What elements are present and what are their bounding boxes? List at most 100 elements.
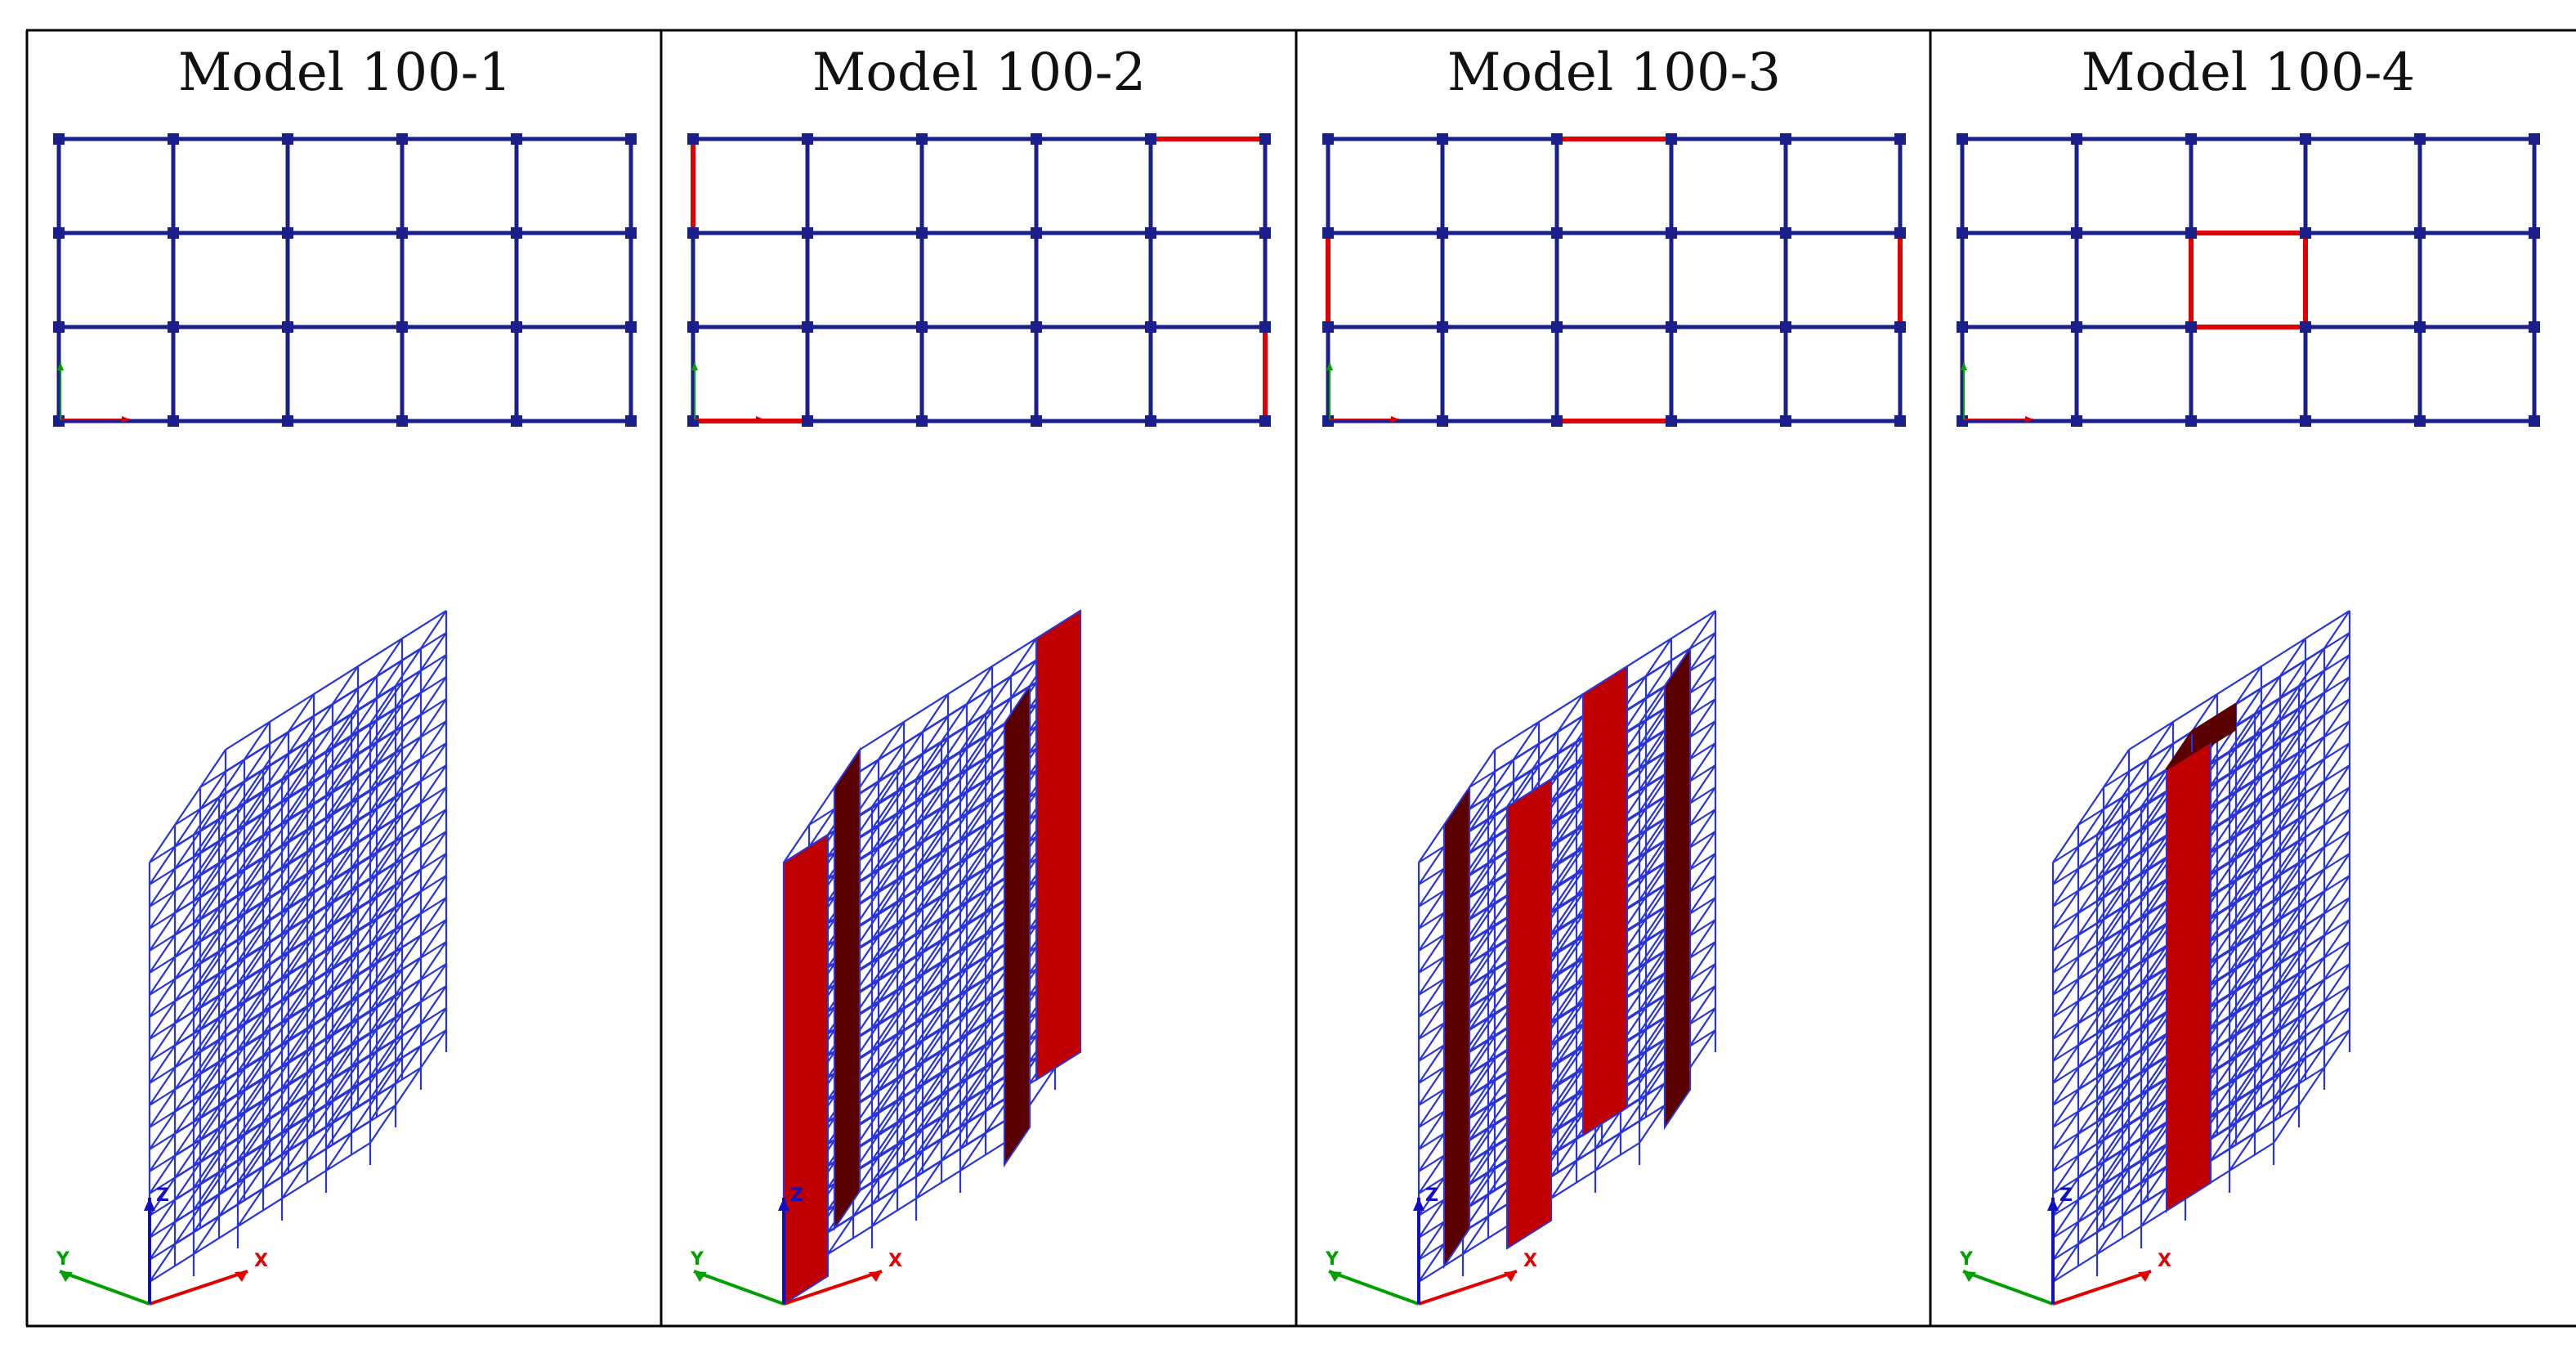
plan-column: [1894, 133, 1906, 145]
plan-x-arrow-icon: [2025, 416, 2033, 423]
beam-y-line: [2052, 793, 2130, 907]
beam-y-line: [915, 997, 993, 1111]
beam-y-line: [2052, 815, 2130, 930]
beam-y-line: [2273, 853, 2350, 967]
beam-y-line: [1506, 693, 1584, 808]
beam-y-line: [2096, 1052, 2174, 1167]
beam-y-line: [2096, 787, 2174, 902]
plan-column: [2529, 321, 2540, 333]
beam-y-line: [193, 809, 271, 924]
plan-column: [1031, 133, 1042, 145]
plan-column: [1322, 321, 1334, 333]
beam-y-line: [149, 948, 226, 1062]
beam-y-line: [915, 665, 993, 780]
beam-y-line: [237, 848, 315, 962]
plan-column: [168, 227, 179, 239]
plan-column: [168, 133, 179, 145]
x-axis-label: X: [888, 1251, 902, 1271]
beam-x-line: [149, 943, 371, 1084]
plan-column: [916, 227, 928, 239]
plan-column: [2071, 227, 2082, 239]
beam-y-line: [369, 919, 447, 1033]
model-1-isometric-view: XYZ: [56, 610, 448, 1306]
beam-y-line: [2052, 1168, 2130, 1283]
plan-column: [1437, 133, 1448, 145]
beam-y-line: [369, 897, 447, 1011]
beam-y-line: [915, 930, 993, 1045]
beam-x-line: [2052, 921, 2274, 1062]
beam-y-line: [915, 952, 993, 1067]
beam-y-line: [325, 792, 403, 907]
core-top-outline: [2165, 702, 2238, 771]
x-axis-label: X: [254, 1251, 268, 1271]
beam-y-line: [325, 770, 403, 885]
plan-column: [2300, 321, 2311, 333]
beam-y-line: [2229, 704, 2306, 818]
shear-wall-panel: [783, 833, 829, 1306]
plan-column: [1894, 321, 1906, 333]
beam-y-line: [237, 892, 315, 1006]
beam-y-line: [2229, 1013, 2306, 1127]
shear-wall-panel: [1443, 784, 1470, 1270]
model-3-plan-view: [1322, 133, 1906, 427]
beam-x-line: [2052, 1098, 2274, 1239]
beam-y-line: [2229, 991, 2306, 1105]
plan-column: [802, 415, 813, 427]
x-axis-label: X: [2158, 1251, 2171, 1271]
beam-y-line: [193, 942, 271, 1056]
beam-y-line: [2052, 749, 2130, 863]
beam-y-line: [149, 771, 226, 885]
beam-y-line: [281, 997, 359, 1111]
plan-column: [1957, 133, 1968, 145]
plan-column: [1780, 321, 1791, 333]
beam-y-line: [915, 974, 993, 1089]
beam-y-line: [281, 1085, 359, 1199]
beam-y-line: [871, 1024, 949, 1139]
beam-x-line: [834, 647, 1056, 788]
beam-x-line: [149, 767, 371, 907]
beam-x-line: [2052, 943, 2274, 1084]
y-arrow-icon: [60, 1271, 73, 1282]
beam-y-line: [193, 964, 271, 1078]
beam-y-line: [2052, 992, 2130, 1106]
beam-y-line: [325, 638, 403, 752]
beam-y-line: [915, 710, 993, 824]
beam-y-line: [2273, 764, 2350, 879]
beam-y-line: [149, 1036, 226, 1150]
model-2-plan-view: [687, 133, 1271, 427]
beam-y-line: [369, 742, 447, 857]
beam-y-line: [325, 814, 403, 929]
z-arrow-icon: [144, 1198, 155, 1211]
beam-y-line: [325, 969, 403, 1083]
beam-y-line: [871, 737, 949, 852]
plan-column: [53, 321, 65, 333]
beam-x-line: [149, 745, 371, 885]
shear-wall-panel: [1004, 683, 1031, 1168]
beam-y-line: [915, 908, 993, 1023]
beam-y-line: [2052, 903, 2130, 1018]
plan-column: [1259, 415, 1271, 427]
beam-y-line: [2273, 875, 2350, 989]
plan-column: [2300, 133, 2311, 145]
plan-column: [53, 133, 65, 145]
beam-y-line: [2273, 985, 2350, 1100]
beam-y-line: [871, 826, 949, 940]
beam-y-line: [871, 848, 949, 962]
beam-y-line: [871, 1113, 949, 1227]
beam-y-line: [237, 804, 315, 918]
beam-y-line: [915, 886, 993, 1001]
beam-y-line: [2229, 1057, 2306, 1172]
beam-x-line: [149, 833, 371, 974]
beam-y-line: [2229, 726, 2306, 840]
y-axis-label: Y: [56, 1249, 70, 1270]
beam-y-line: [281, 754, 359, 868]
plan-x-arrow-icon: [1391, 416, 1399, 423]
beam-x-line: [149, 965, 371, 1106]
beam-y-line: [2273, 963, 2350, 1078]
beam-x-line: [149, 1032, 371, 1172]
beam-y-line: [149, 1014, 226, 1128]
plan-column: [2071, 133, 2082, 145]
beam-y-line: [193, 1140, 271, 1255]
plan-column: [1666, 321, 1677, 333]
